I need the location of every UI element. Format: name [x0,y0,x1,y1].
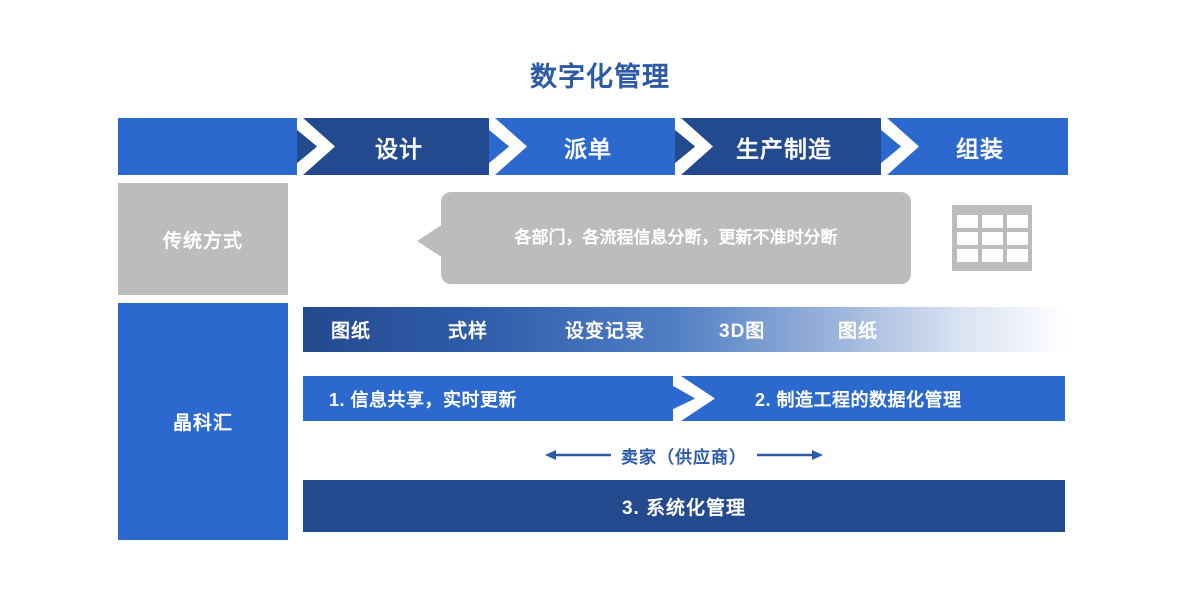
process-header-band: 设计 派单 生产制造 [118,118,1068,175]
row-label-traditional: 传统方式 [118,183,288,295]
chevron-right-icon [881,118,923,175]
benefit-item-2: 2. 制造工程的数据化管理 [755,389,962,410]
supplier-flow-line: 卖家（供应商） [303,438,1065,472]
system-management-label: 3. 系统化管理 [621,497,747,519]
process-step-assembly-label: 组装 [956,135,1004,162]
arrow-right-icon [757,448,823,462]
table-grid-icon [952,205,1032,271]
process-step-assembly[interactable]: 组装 [881,118,1068,175]
chevron-right-icon [297,118,339,175]
speech-bubble-tail [417,224,443,258]
arrow-left-icon [545,448,611,462]
process-step-designs[interactable]: 设计 [297,118,490,175]
artifact-tag-4: 图纸 [838,321,879,342]
process-step-dispatch-label: 派单 [564,135,612,162]
benefits-arrow-row: 1. 信息共享，实时更新 2. 制造工程的数据化管理 [303,376,1065,421]
process-step-manufacturing[interactable]: 生产制造 [675,118,882,175]
artifact-tag-3: 3D图 [719,321,766,342]
row-label-traditional-text: 传统方式 [162,230,243,252]
artifact-tag-0: 图纸 [331,321,372,342]
traditional-issue-bubble: 各部门，各流程信息分断，更新不准时分断 [441,192,911,284]
row-label-jingkehui: 晶科汇 [118,303,288,540]
page-title: 数字化管理 [530,62,670,92]
process-step-manufacturing-label: 生产制造 [736,135,832,162]
process-step-dispatch[interactable]: 派单 [489,118,676,175]
chevron-right-icon [489,118,531,175]
row-label-jingkehui-text: 晶科汇 [172,413,233,434]
supplier-label: 卖家（供应商） [621,447,747,467]
process-step-0[interactable] [118,118,298,175]
artifact-tag-1: 式样 [448,321,489,342]
benefit-item-1: 1. 信息共享，实时更新 [329,389,518,410]
chevron-right-icon [675,118,717,175]
process-step-designs-label: 设计 [375,135,423,162]
artifact-tag-2: 设变记录 [565,321,646,342]
chevron-right-icon [673,376,717,421]
system-management-bar: 3. 系统化管理 [303,480,1065,532]
artifact-gradient-bar: 图纸 式样 设变记录 3D图 图纸 [303,307,1068,352]
traditional-issue-text: 各部门，各流程信息分断，更新不准时分断 [514,227,838,247]
